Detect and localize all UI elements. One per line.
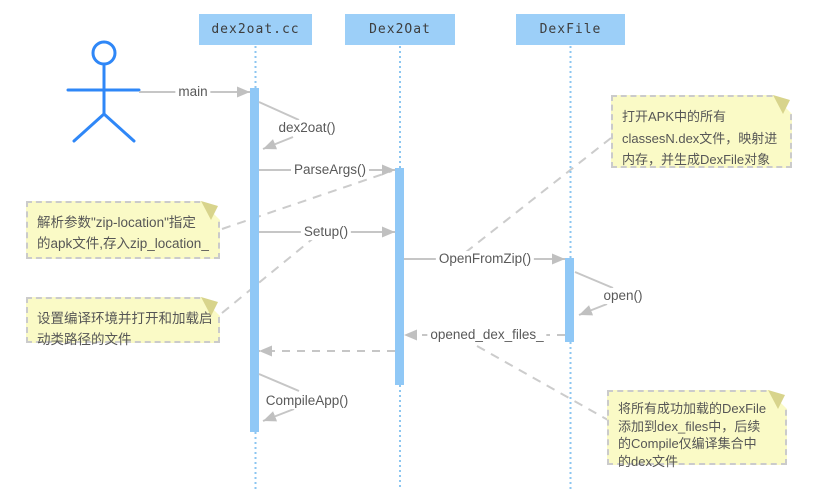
note-connector-openzip [465, 137, 612, 253]
actor-head [91, 40, 117, 66]
message-label-openfromzip: OpenFromZip() [435, 251, 535, 267]
note-open-apk: 打开APK中的所有 classesN.dex文件，映射进 内存，并生成DexFi… [611, 95, 792, 168]
message-label-setup: Setup() [300, 224, 352, 240]
note-setup-env: 设置编译环境并打开和加载启 动类路径的文件 [26, 297, 220, 347]
note-text-line: 内存，并生成DexFile对象 [622, 152, 771, 167]
actor-leg-left [72, 112, 106, 143]
note-text-line: 打开APK中的所有 [622, 109, 727, 124]
message-label-open: open() [600, 288, 646, 304]
user-actor [66, 40, 141, 143]
note-text-line: 将所有成功加载的DexFile [618, 401, 767, 416]
note-fold-corner [201, 201, 220, 220]
lifeline-header-dexfile: DexFile [516, 14, 625, 45]
note-fold-corner [768, 390, 787, 409]
note-text-line: 添加到dex_files中，后续 [618, 418, 761, 434]
note-fold-corner [201, 297, 220, 316]
lifelines [254, 46, 572, 490]
actor-leg-right [102, 112, 136, 143]
message-dex2oat-self [258, 101, 300, 150]
lifeline-header-dex2oat: Dex2Oat [345, 14, 455, 45]
activation-bars [250, 88, 574, 432]
message-open-self [574, 271, 614, 316]
message-label-compileapp: CompileApp() [262, 393, 352, 409]
note-text-line: 动类路径的文件 [37, 332, 132, 347]
activation-bar-dex2oat-cc [250, 88, 259, 432]
message-label-main: main [175, 84, 211, 100]
note-parse-args: 解析参数"zip-location"指定 的apk文件,存入zip_locati… [26, 201, 220, 259]
note-connector-dexfiles [476, 345, 609, 421]
message-label-parseargs: ParseArgs() [290, 162, 370, 178]
lifeline-header-dex2oat-cc: dex2oat.cc [199, 14, 312, 45]
message-label-opened-dex-files: opened_dex_files_ [427, 327, 547, 343]
activation-bar-dexfile [565, 258, 574, 342]
message-compileapp-self [258, 373, 300, 422]
note-text-line: 的apk文件,存入zip_location_ [37, 236, 209, 251]
lifeline-name: dex2oat.cc [211, 22, 300, 37]
note-connectors [221, 137, 612, 421]
note-fold-corner [773, 95, 792, 114]
note-add-dexfiles: 将所有成功加载的DexFile 添加到dex_files中，后续 的Compil… [607, 390, 787, 469]
lifeline-name: Dex2Oat [369, 22, 431, 37]
note-text-line: classesN.dex文件，映射进 [622, 130, 778, 146]
activation-bar-dex2oat [395, 168, 404, 385]
note-text-line: 的Compile仅编译集合中 [618, 436, 757, 451]
message-label-dex2oat: dex2oat() [275, 120, 339, 136]
lifeline-name: DexFile [539, 22, 602, 37]
note-connector-parse [221, 170, 393, 230]
note-connector-setup [221, 235, 317, 314]
note-text-line: 解析参数"zip-location"指定 [37, 215, 196, 230]
note-text-line: 的dex文件 [618, 453, 678, 469]
note-text-line: 设置编译环境并打开和加载启 [37, 311, 212, 326]
